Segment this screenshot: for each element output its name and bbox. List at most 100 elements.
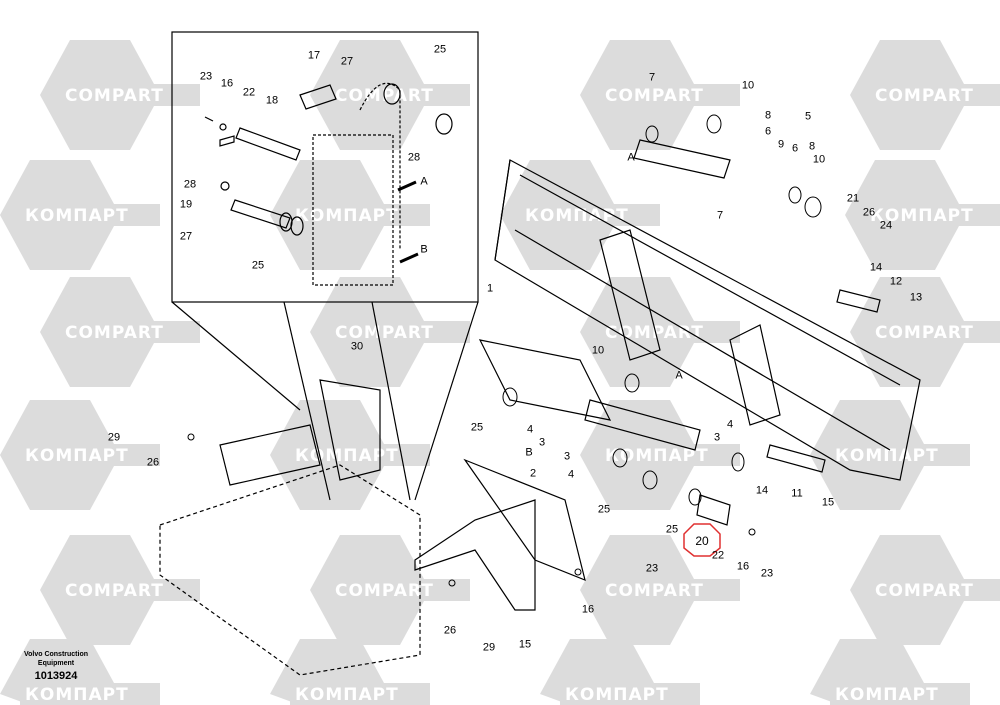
part-label[interactable]: 14: [755, 484, 769, 497]
part-label[interactable]: 2: [529, 467, 537, 480]
leader-line: [283, 301, 331, 501]
part-label[interactable]: 8: [764, 109, 772, 122]
svg-text:КОМПАРТ: КОМПАРТ: [295, 206, 399, 226]
svg-text:COMPART: COMPART: [605, 581, 704, 601]
part-label[interactable]: 13: [909, 291, 923, 304]
part-label[interactable]: 25: [597, 503, 611, 516]
view-marker: A: [675, 369, 683, 382]
leader-line: [414, 301, 479, 501]
part-label[interactable]: 4: [567, 468, 575, 481]
part-label[interactable]: 26: [862, 206, 876, 219]
part-label[interactable]: 27: [179, 230, 193, 243]
part-label[interactable]: 4: [726, 418, 734, 431]
watermark-logo: COMPART: [310, 277, 470, 387]
highlight-hexagon: [683, 523, 721, 557]
svg-text:КОМПАРТ: КОМПАРТ: [25, 685, 129, 705]
svg-text:КОМПАРТ: КОМПАРТ: [25, 206, 129, 226]
part-label[interactable]: 18: [265, 94, 279, 107]
part-label[interactable]: 25: [433, 43, 447, 56]
part-label[interactable]: 28: [183, 178, 197, 191]
watermark-logo: COMPART: [580, 535, 740, 645]
svg-text:КОМПАРТ: КОМПАРТ: [295, 685, 399, 705]
part-label[interactable]: 15: [821, 496, 835, 509]
svg-text:КОМПАРТ: КОМПАРТ: [835, 446, 939, 466]
part-label[interactable]: 10: [812, 153, 826, 166]
watermark-logo: КОМПАРТ: [270, 160, 430, 270]
svg-text:КОМПАРТ: КОМПАРТ: [835, 685, 939, 705]
view-marker: A: [627, 151, 635, 164]
watermark-logo: КОМПАРТ: [0, 639, 160, 705]
part-label[interactable]: 10: [741, 79, 755, 92]
part-label[interactable]: 4: [526, 423, 534, 436]
part-label[interactable]: 15: [518, 638, 532, 651]
svg-text:КОМПАРТ: КОМПАРТ: [565, 685, 669, 705]
watermark-logo: COMPART: [580, 40, 740, 150]
part-label[interactable]: 27: [340, 55, 354, 68]
part-label[interactable]: 26: [146, 456, 160, 469]
part-label[interactable]: 25: [470, 421, 484, 434]
svg-text:COMPART: COMPART: [605, 86, 704, 106]
view-marker: A: [420, 175, 428, 188]
part-label[interactable]: 23: [199, 70, 213, 83]
part-label[interactable]: 17: [307, 49, 321, 62]
watermark-logo: COMPART: [310, 535, 470, 645]
watermark-logo: КОМПАРТ: [810, 639, 970, 705]
detail-inset-frame: [171, 31, 479, 303]
part-label[interactable]: 25: [665, 523, 679, 536]
part-label[interactable]: 8: [808, 140, 816, 153]
part-label[interactable]: 5: [804, 110, 812, 123]
part-label[interactable]: 10: [591, 344, 605, 357]
part-label[interactable]: 23: [760, 567, 774, 580]
svg-text:COMPART: COMPART: [65, 581, 164, 601]
watermark-logo: COMPART: [850, 40, 1000, 150]
inset-parts: [204, 82, 453, 286]
watermark-logo: КОМПАРТ: [0, 400, 160, 510]
watermark-logo: КОМПАРТ: [580, 400, 740, 510]
part-label[interactable]: 29: [107, 431, 121, 444]
part-label[interactable]: 24: [879, 219, 893, 232]
part-label[interactable]: 3: [563, 450, 571, 463]
watermark-logo: КОМПАРТ: [0, 160, 160, 270]
watermark-logo: КОМПАРТ: [810, 400, 970, 510]
watermark-logo: COMPART: [40, 277, 200, 387]
part-label[interactable]: 30: [350, 340, 364, 353]
part-label[interactable]: 16: [736, 560, 750, 573]
svg-text:COMPART: COMPART: [875, 323, 974, 343]
part-label[interactable]: 19: [179, 198, 193, 211]
part-label[interactable]: 28: [407, 151, 421, 164]
part-label[interactable]: 9: [777, 138, 785, 151]
part-label[interactable]: 3: [713, 431, 721, 444]
manufacturer-caption: Volvo Construction Equipment: [23, 651, 89, 667]
part-label[interactable]: 12: [889, 275, 903, 288]
watermark-logo: COMPART: [850, 535, 1000, 645]
part-label[interactable]: 7: [648, 71, 656, 84]
part-label[interactable]: 3: [538, 436, 546, 449]
watermark-logo: COMPART: [580, 277, 740, 387]
part-label[interactable]: 6: [764, 125, 772, 138]
part-label-highlighted[interactable]: 20: [695, 534, 709, 548]
diagram-number: 1013924: [34, 670, 78, 682]
part-label[interactable]: 14: [869, 261, 883, 274]
part-label[interactable]: 16: [220, 77, 234, 90]
part-label[interactable]: 23: [645, 562, 659, 575]
part-label[interactable]: 25: [251, 259, 265, 272]
part-label[interactable]: 22: [242, 86, 256, 99]
part-label[interactable]: 22: [711, 549, 725, 562]
part-label[interactable]: 7: [716, 209, 724, 222]
svg-text:КОМПАРТ: КОМПАРТ: [605, 446, 709, 466]
svg-text:COMPART: COMPART: [335, 323, 434, 343]
part-label[interactable]: 1: [486, 282, 494, 295]
watermark-logo: КОМПАРТ: [540, 639, 700, 705]
part-label[interactable]: 6: [791, 142, 799, 155]
part-label[interactable]: 11: [791, 487, 803, 500]
part-label[interactable]: 21: [846, 192, 860, 205]
leader-line: [171, 301, 301, 411]
view-marker: B: [525, 446, 533, 459]
part-label[interactable]: 16: [581, 603, 595, 616]
part-label[interactable]: 26: [443, 624, 457, 637]
part-label[interactable]: 29: [482, 641, 496, 654]
svg-text:COMPART: COMPART: [65, 86, 164, 106]
bucket-assembly: [159, 114, 921, 676]
